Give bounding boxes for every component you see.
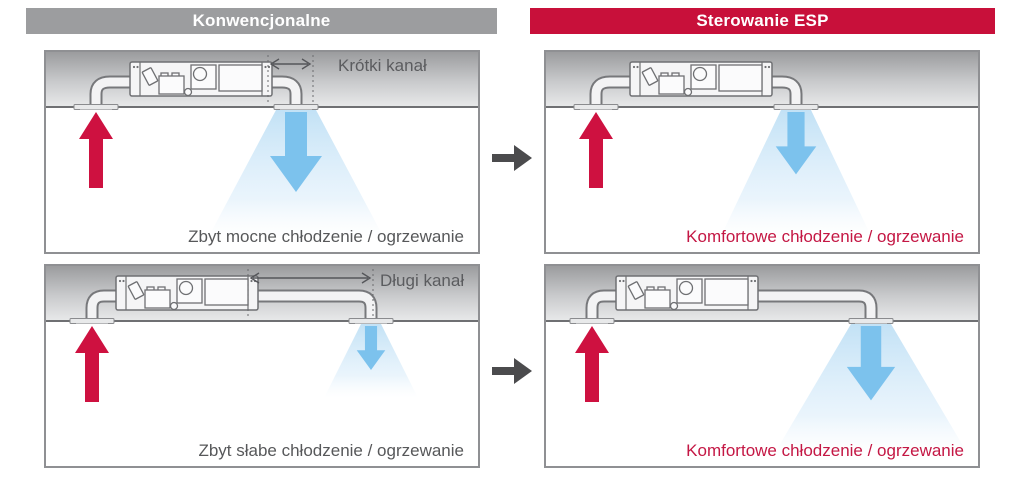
return-grille	[69, 318, 115, 324]
return-grille	[573, 104, 619, 110]
duct-unit-diagram	[46, 52, 478, 238]
up-arrow-icon	[575, 326, 609, 402]
up-arrow-icon	[79, 112, 113, 188]
duct-length-label: Krótki kanał	[338, 56, 427, 75]
right-arrow-icon	[492, 145, 532, 171]
duct-unit-diagram	[46, 266, 478, 402]
ducted-indoor-unit	[629, 61, 773, 97]
panel-caption: Zbyt słabe chłodzenie / ogrzewanie	[198, 441, 464, 460]
panel-esp-short-duct: Komfortowe chłodzenie / ogrzewanie	[544, 50, 980, 254]
supply-diffuser	[273, 104, 319, 110]
duct-unit-diagram	[546, 52, 978, 238]
supply-diffuser	[848, 318, 894, 324]
ducted-indoor-unit	[129, 61, 273, 97]
ducted-indoor-unit	[115, 275, 259, 311]
panel-caption: Zbyt mocne chłodzenie / ogrzewanie	[188, 227, 464, 246]
return-grille	[73, 104, 119, 110]
panel-esp-long-duct: Komfortowe chłodzenie / ogrzewanie	[544, 264, 980, 468]
supply-diffuser	[773, 104, 819, 110]
panel-conventional-short-duct: Krótki kanał Zbyt mocne chłodzenie / ogr…	[44, 50, 480, 254]
up-arrow-icon	[75, 326, 109, 402]
ducted-indoor-unit	[615, 275, 759, 311]
header-conventional: Konwencjonalne	[26, 8, 497, 34]
panel-caption: Komfortowe chłodzenie / ogrzewanie	[686, 227, 964, 246]
double-headed-arrow-icon	[269, 58, 312, 70]
panel-caption: Komfortowe chłodzenie / ogrzewanie	[686, 441, 964, 460]
panel-conventional-long-duct: Długi kanał Zbyt słabe chłodzenie / ogrz…	[44, 264, 480, 468]
return-grille	[569, 318, 615, 324]
double-headed-arrow-icon	[249, 272, 372, 284]
header-esp: Sterowanie ESP	[530, 8, 995, 34]
duct-length-label: Długi kanał	[380, 271, 465, 290]
duct-unit-diagram	[546, 266, 978, 456]
right-arrow-icon	[492, 358, 532, 384]
supply-diffuser	[348, 318, 394, 324]
up-arrow-icon	[579, 112, 613, 188]
